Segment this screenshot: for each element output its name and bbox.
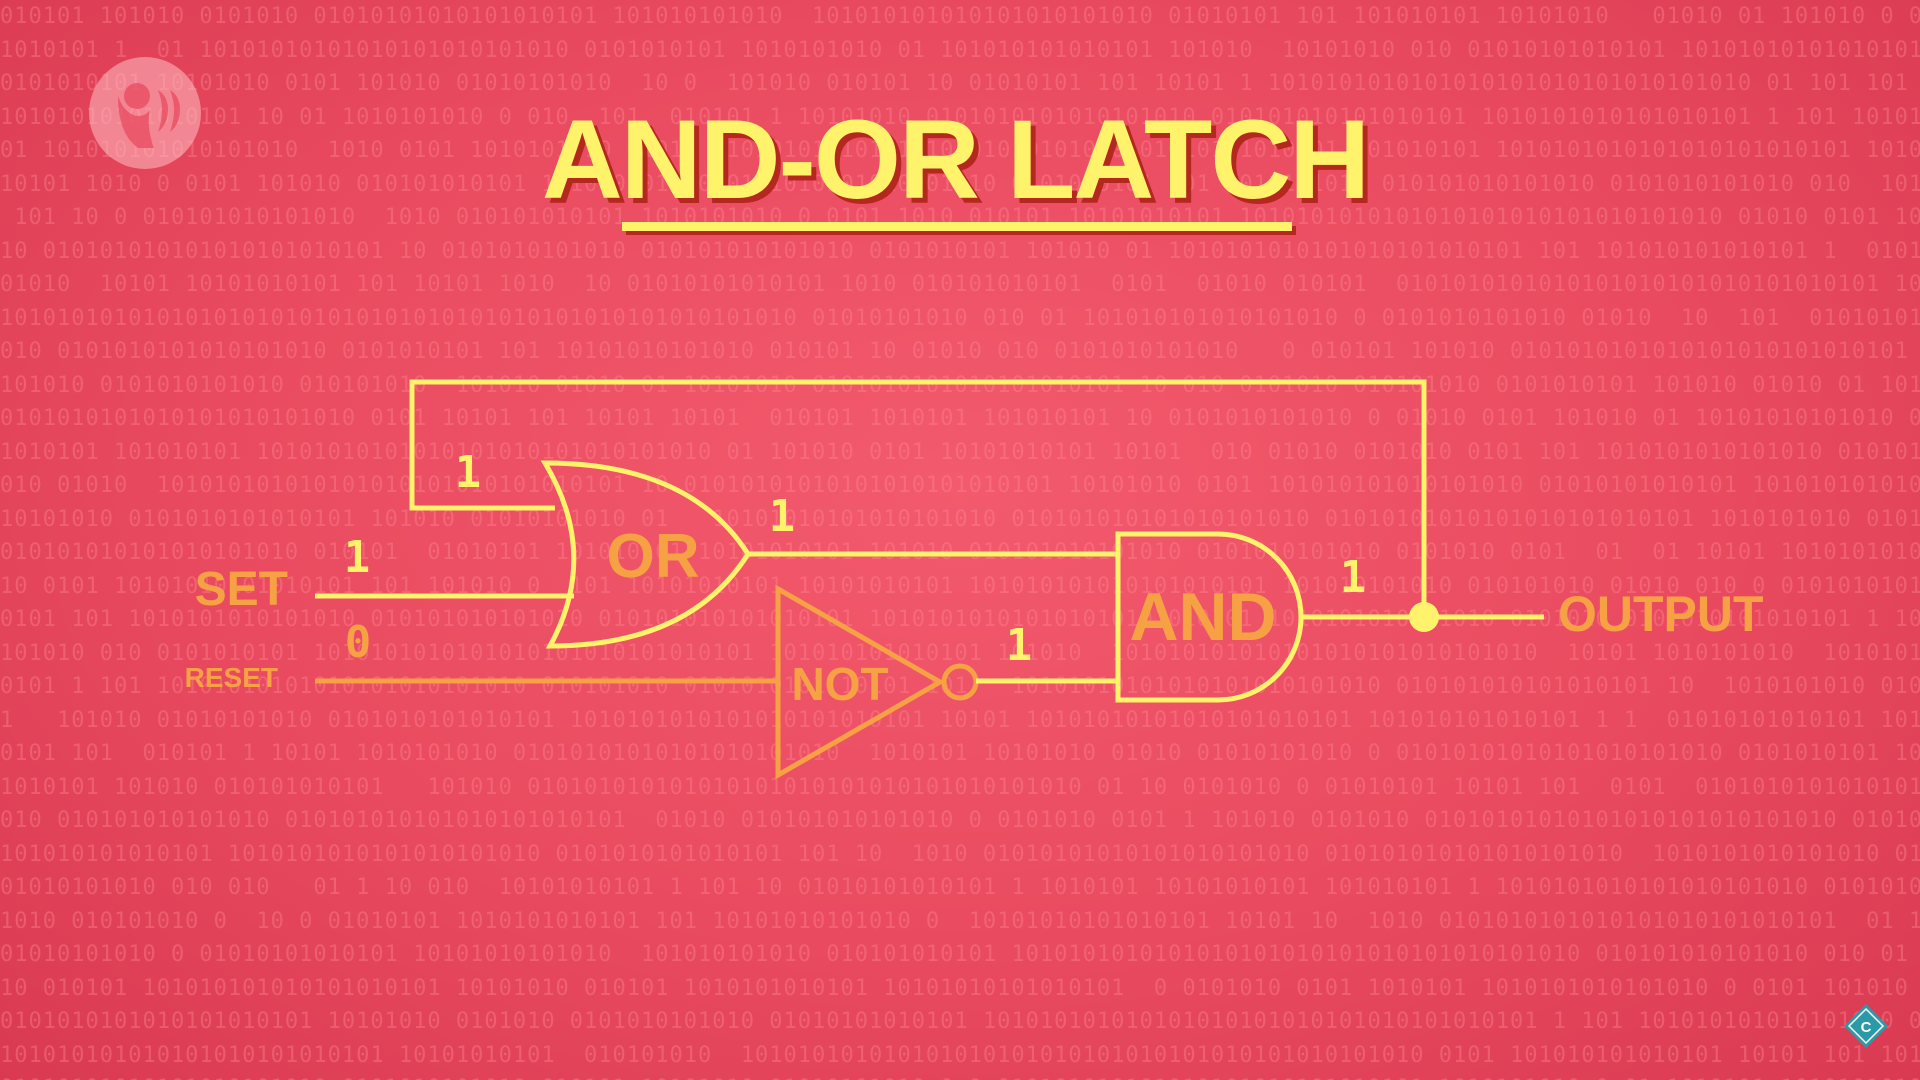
feedback-value: 1 [455,447,482,498]
or-gate [540,460,751,649]
svg-text:C: C [1861,1019,1872,1036]
and-gate-label: AND [1129,579,1276,655]
pbs-logo-icon [89,57,201,169]
not-gate [775,584,946,780]
set-label: SET [195,563,288,616]
junction-dot [1409,602,1439,632]
title-underline [622,222,1292,231]
title-shadow: AND-OR LATCH [547,102,1373,227]
not-output-value: 1 [1006,620,1033,671]
or-output-value: 1 [769,491,796,542]
not-gate-label: NOT [791,658,888,710]
not-gate-bubble [941,663,979,701]
set-value: 1 [344,532,371,583]
crash-course-logo-icon: C [1844,1004,1888,1048]
title-group: AND-OR LATCH AND-OR LATCH [542,97,1375,235]
and-output-value: 1 [1340,552,1367,603]
reset-label: RESET [185,662,278,693]
output-label: OUTPUT [1558,586,1764,642]
and-gate [1115,531,1304,703]
reset-value: 0 [345,617,372,668]
feedback-wire [409,379,1427,616]
or-gate-label: OR [607,522,700,591]
page-title: AND-OR LATCH [542,97,1368,222]
